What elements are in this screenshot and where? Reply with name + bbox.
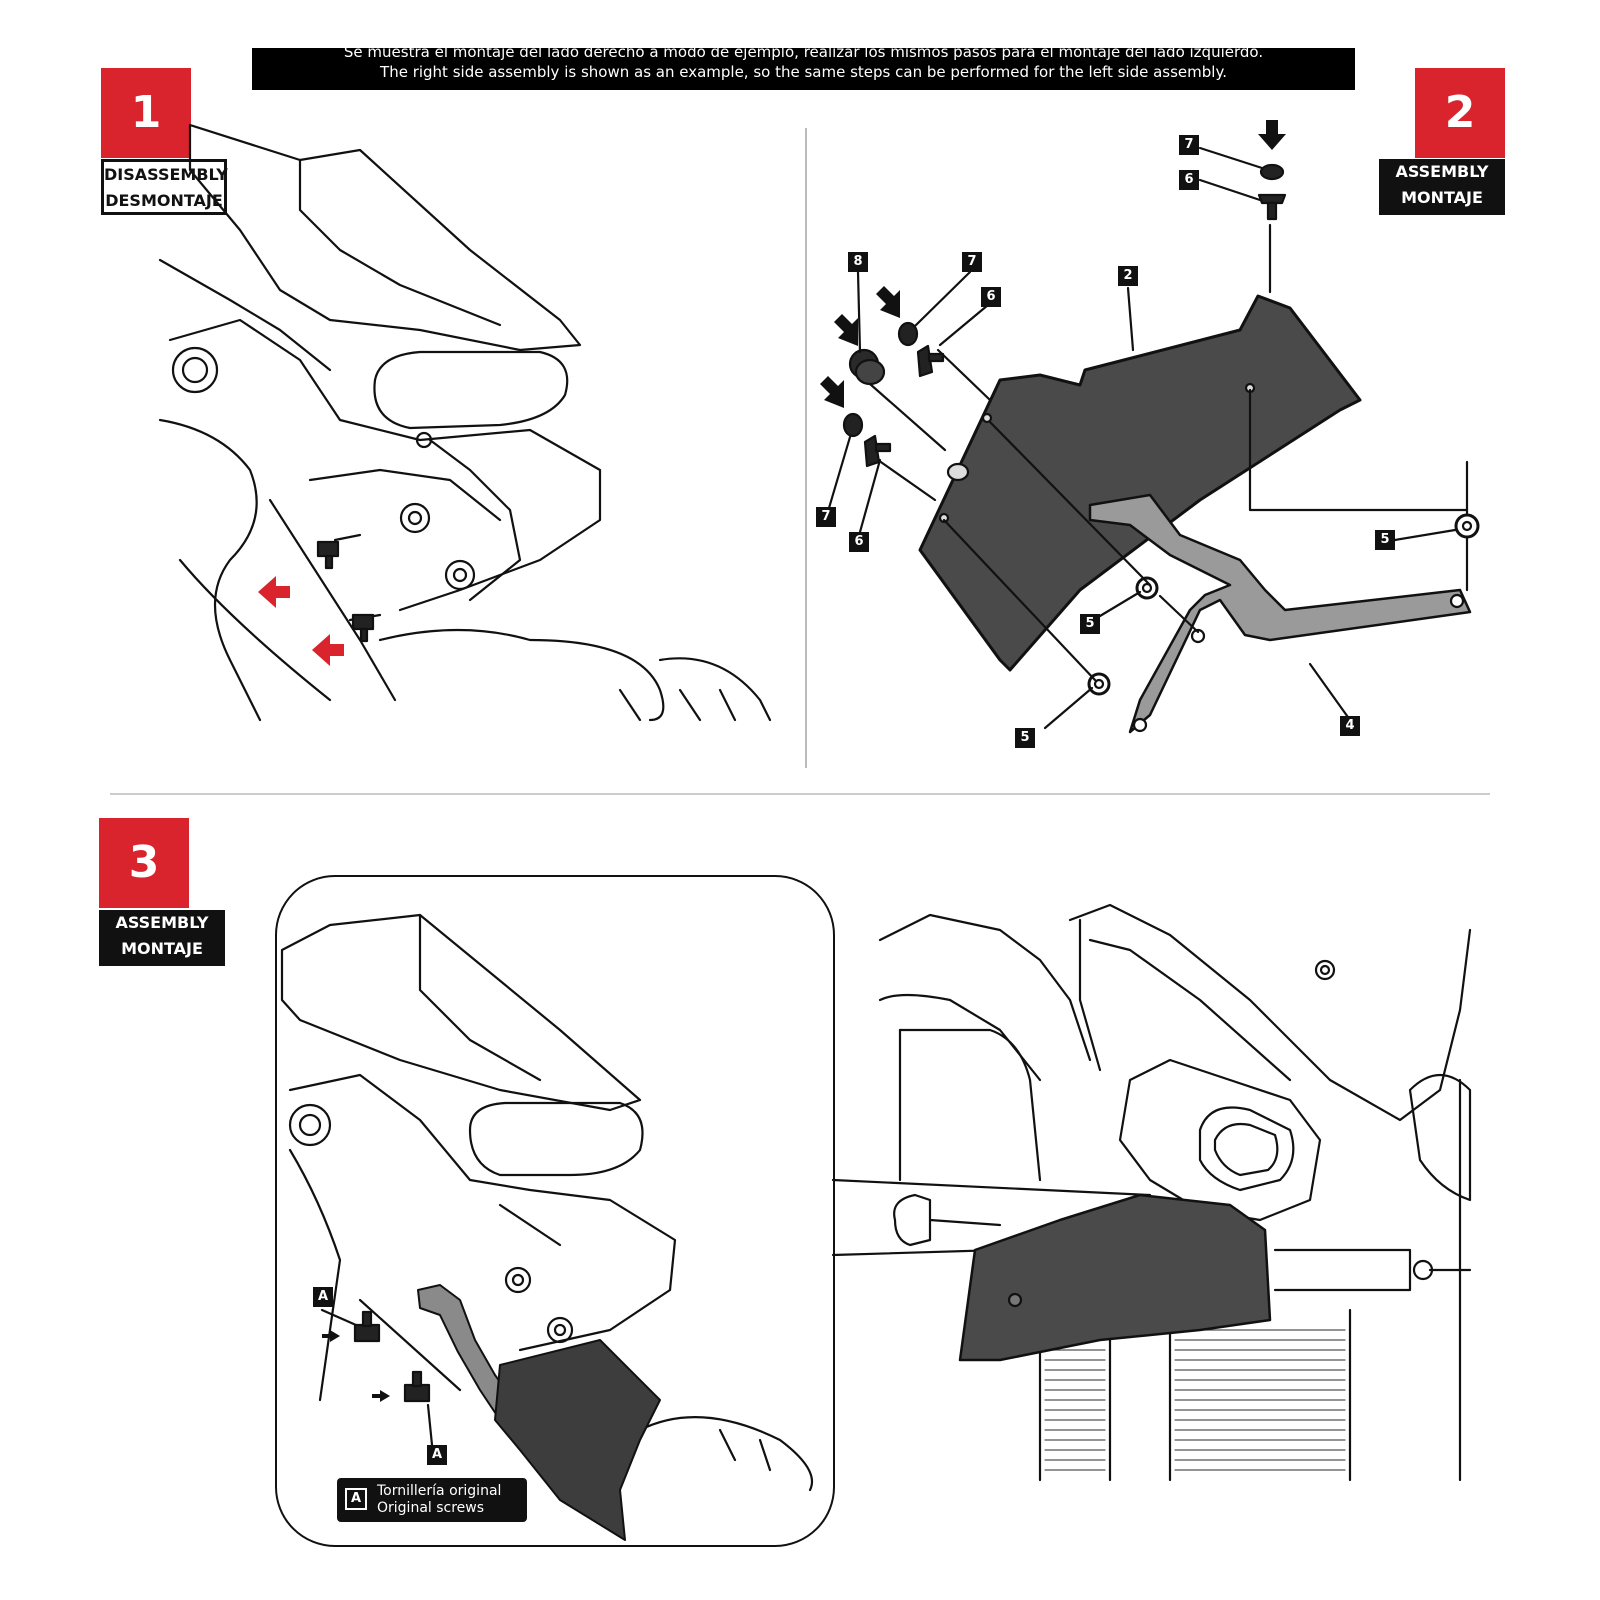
part-8-tag: 8 [848, 252, 868, 272]
horizontal-divider [110, 793, 1490, 795]
step-3-label-es: MONTAJE [121, 939, 203, 958]
legend-key: A [345, 1488, 367, 1510]
part-5-tag: 5 [1080, 614, 1100, 634]
step-2-label: ASSEMBLY MONTAJE [1379, 159, 1505, 215]
removal-arrows [258, 576, 344, 666]
original-screws-legend: A Tornillería original Original screws [337, 1478, 527, 1522]
step-3-label-en: ASSEMBLY [115, 913, 209, 932]
part-2-tag: 2 [1118, 266, 1138, 286]
vertical-divider [805, 128, 807, 768]
part-5-tag: 5 [1015, 728, 1035, 748]
part-6-tag: 6 [849, 532, 869, 552]
banner-text-es: Se muestra el montaje del lado derecho a… [343, 48, 1264, 61]
part-4-tag: 4 [1340, 716, 1360, 736]
step-2-label-es: MONTAJE [1401, 188, 1483, 207]
step-3-number: 3 [99, 818, 189, 908]
part-7-tag: 7 [1179, 135, 1199, 155]
step-2-label-en: ASSEMBLY [1395, 162, 1489, 181]
part-7-tag: 7 [816, 507, 836, 527]
step-3-detail-frame [275, 875, 835, 1547]
step-3-label: ASSEMBLY MONTAJE [99, 910, 225, 966]
legend-text-es: Tornillería original [377, 1483, 502, 1499]
legend-text-en: Original screws [377, 1500, 485, 1516]
mounted-deflector [958, 1193, 1272, 1362]
panel-3-front-view-drawing [878, 903, 1472, 1482]
callout-a-tag: A [313, 1287, 333, 1307]
part-6-tag: 6 [981, 287, 1001, 307]
banner-text-en: The right side assembly is shown as an e… [380, 63, 1227, 81]
panel-1-motorcycle-drawing [158, 123, 772, 722]
insert-arrows [820, 120, 1286, 408]
legend-text: Tornillería original Original screws [377, 1483, 501, 1517]
panel-2-exploded-parts [827, 146, 1480, 734]
step-2-number: 2 [1415, 68, 1505, 158]
part-6-tag: 6 [1179, 170, 1199, 190]
instruction-banner: Se muestra el montaje del lado derecho a… [252, 48, 1355, 90]
part-7-tag: 7 [962, 252, 982, 272]
callout-a-tag: A [427, 1445, 447, 1465]
part-5-tag: 5 [1375, 530, 1395, 550]
panel-3-detail-drawing [280, 913, 814, 1492]
step-1-label-es: DESMONTAJE [105, 191, 223, 210]
step-1-number: 1 [101, 68, 191, 158]
